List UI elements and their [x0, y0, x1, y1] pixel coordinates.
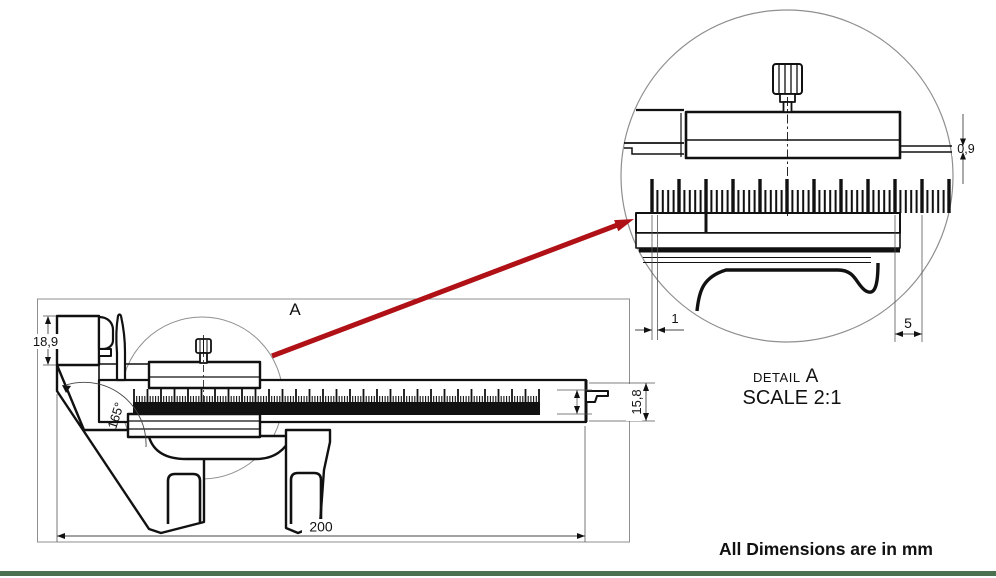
callout-arrowhead: [614, 219, 634, 232]
units-note: All Dimensions are in mm: [719, 539, 933, 559]
caliper-main-outline: [55, 313, 609, 535]
dim-major-pitch: 5: [894, 215, 923, 342]
arrowhead: [577, 533, 585, 539]
fixed-jaw-slot: [166, 472, 202, 524]
callout-arrow-line: [271, 221, 621, 359]
beam-rail-step: [624, 147, 684, 155]
fixed-upper-jaw: [97, 315, 115, 351]
dim-total-length-text: 200: [309, 519, 333, 535]
dim-major-pitch-text: 5: [904, 315, 912, 331]
arrowhead: [45, 316, 51, 324]
main-view: A: [30, 298, 655, 543]
dim-head-height: 18,9: [30, 315, 62, 366]
depth-rod-tip: [585, 390, 609, 403]
moving-upper-jaw: [115, 313, 127, 382]
arrowhead: [643, 383, 649, 391]
slider-upper-body: [684, 110, 902, 160]
arrowhead: [62, 385, 71, 393]
fixed-upper-jaw-step: [98, 348, 112, 357]
thumb-grip-curve: [695, 262, 880, 312]
dim-beam-height-text: 15,8: [629, 389, 644, 414]
arrowhead: [914, 331, 922, 337]
detail-scale-text: SCALE 2:1: [743, 387, 842, 409]
dim-total-length: 200: [56, 394, 586, 542]
dim-head-height-text: 18,9: [33, 334, 58, 349]
arrowhead: [643, 413, 649, 421]
dim-rail-thickness-text: 0,9: [957, 142, 974, 156]
vernier-strip: [635, 212, 901, 234]
detail-scale-ticks: [650, 179, 951, 213]
ruler-band: [133, 402, 540, 415]
slider-lower-body: [126, 412, 262, 439]
detail-circle: [620, 9, 954, 343]
detail-callout-arrow: [271, 219, 634, 359]
dim-minor-pitch: 1: [635, 215, 684, 340]
arrowhead: [45, 357, 51, 365]
dim-rail-thickness: 0,9: [952, 114, 980, 184]
caliper-detail-outline: [624, 63, 958, 312]
arrowhead: [960, 138, 966, 146]
slider-upper-body: [147, 360, 262, 390]
arrowhead: [960, 152, 966, 160]
thumb-grip: [147, 434, 293, 461]
vernier-plate: [635, 232, 901, 249]
lock-screw-knob: [772, 63, 803, 95]
dim-beam-height: 15,8: [557, 382, 655, 422]
main-scale-ticks: [133, 389, 540, 415]
arrowhead: [574, 406, 580, 414]
arrowhead: [657, 327, 665, 333]
head-block: [55, 314, 101, 367]
arrowhead: [574, 390, 580, 398]
arrowhead: [895, 331, 903, 337]
footer-bar: [0, 571, 996, 576]
dim-minor-pitch-text: 1: [671, 311, 678, 326]
moving-jaw-slot: [289, 471, 323, 524]
detail-region-label: A: [289, 300, 301, 319]
arrowhead: [644, 327, 652, 333]
arrowhead: [57, 533, 65, 539]
